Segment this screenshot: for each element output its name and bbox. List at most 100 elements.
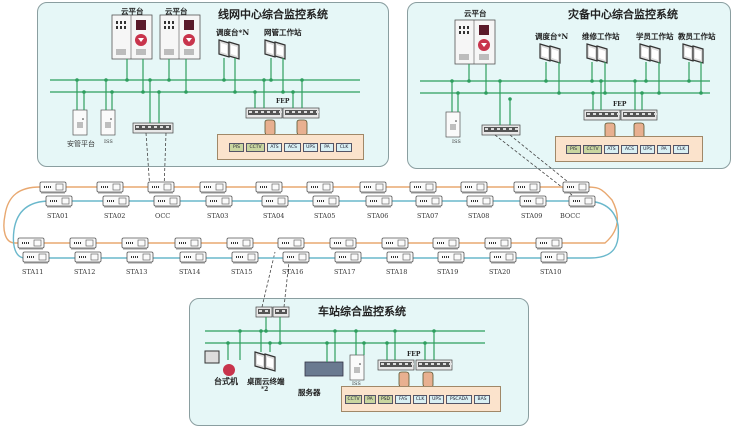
subsystem-chip-acs: ACS: [284, 143, 301, 152]
station-label: STA07: [417, 212, 439, 220]
bus-node: [82, 90, 86, 94]
cloud-platform-label: 云平台: [165, 7, 188, 16]
workstation-label: 学员工作站: [636, 32, 674, 41]
station-label: STA19: [437, 268, 459, 276]
station-label: BOCC: [560, 212, 581, 220]
bus-node: [268, 341, 272, 345]
bus-node: [456, 91, 460, 95]
bus-node: [300, 78, 304, 82]
fep-label: FEP: [276, 98, 290, 105]
subsystem-chip-ats: ATS: [604, 145, 619, 154]
workstation-label: 调度台*N: [535, 32, 569, 41]
bus-node: [640, 91, 644, 95]
subsystem-chip-ups: UPS: [640, 145, 655, 154]
station-label: STA12: [74, 268, 96, 276]
ring-switch-icon: [121, 237, 149, 250]
server-icon: [304, 361, 344, 377]
device-label: 桌面云终端: [247, 377, 285, 386]
bus-node: [432, 329, 436, 333]
subsystem-chip-acs: ACS: [621, 145, 638, 154]
cloud-platform-label: 云平台: [121, 7, 144, 16]
bus-node: [141, 90, 145, 94]
workstation-monitor-icon: [682, 43, 704, 64]
ring-switch-icon: [22, 251, 50, 264]
bus-node: [291, 90, 295, 94]
uplink-dashed: [509, 134, 579, 191]
subsystem-chip-ups: UPS: [429, 395, 444, 404]
occ-switch-icon: [132, 122, 174, 134]
device-sub-label: *2: [261, 386, 269, 393]
bus-node: [591, 91, 595, 95]
bus-node: [148, 78, 152, 82]
bus-node: [644, 79, 648, 83]
bus-node: [599, 79, 603, 83]
device-label: ISS: [352, 381, 361, 387]
bus-node: [508, 97, 512, 101]
cloud-platform-icon: [454, 19, 496, 65]
protocol-converter-icon: [264, 119, 276, 136]
cloud-platform-icon: [111, 14, 153, 60]
subsystem-chip-pa: PA: [320, 143, 334, 152]
station-label: STA18: [386, 268, 408, 276]
bus-node: [590, 79, 594, 83]
station-label: STA17: [334, 268, 356, 276]
ring-switch-icon: [17, 237, 45, 250]
bus-node: [325, 341, 329, 345]
ring-switch-icon: [415, 195, 443, 208]
bus-node: [544, 79, 548, 83]
bus-node: [423, 341, 427, 345]
subsystem-chip-psd: PSD: [378, 395, 393, 404]
fep-icon: [620, 109, 658, 121]
ring-switch-icon: [535, 237, 563, 250]
iss-server-icon: [349, 354, 365, 381]
station-switch-icon: [255, 306, 273, 318]
workstation-label: 教员工作站: [678, 32, 716, 41]
workstation-monitor-icon: [254, 351, 276, 372]
workstation-label: 网管工作站: [264, 28, 302, 37]
bus-node: [699, 91, 703, 95]
ring-switch-icon: [359, 181, 387, 194]
workstation-label: 维修工作站: [582, 32, 620, 41]
fep-icon: [245, 107, 283, 119]
workstation-monitor-icon: [264, 39, 286, 60]
subsystem-chip-cctv: CCTV: [583, 145, 602, 154]
uplink-dashed: [494, 134, 573, 196]
protocol-converter-icon: [398, 371, 410, 388]
bus-node: [687, 79, 691, 83]
ring-switch-icon: [153, 195, 181, 208]
subsystem-chip-pa: PA: [657, 145, 671, 154]
bus-node: [393, 329, 397, 333]
bus-node: [167, 78, 171, 82]
ring-switch-icon: [365, 195, 393, 208]
fep-label: FEP: [407, 351, 421, 358]
ring-switch-icon: [381, 237, 409, 250]
station-label: STA04: [263, 212, 285, 220]
ring-switch-icon: [231, 251, 259, 264]
station-label: STA08: [468, 212, 490, 220]
ring-switch-icon: [45, 195, 73, 208]
bus-node: [233, 90, 237, 94]
device-label: 服务器: [298, 388, 321, 397]
uplink-dashed: [163, 132, 167, 191]
bus-node: [264, 329, 268, 333]
subsystem-chip-fas: FAS: [395, 395, 411, 404]
workstation-label: 调度台*N: [216, 28, 250, 37]
ring-switch-icon: [39, 181, 67, 194]
ring-switch-icon: [199, 181, 227, 194]
bus-node: [657, 91, 661, 95]
bus-node: [104, 78, 108, 82]
station-label: STA13: [126, 268, 148, 276]
subsystem-chip-cctv: CCTV: [246, 143, 265, 152]
security-platform-server-icon: [72, 109, 88, 136]
station-label: STA01: [47, 212, 69, 220]
ring-switch-icon: [306, 181, 334, 194]
ring-switch-icon: [147, 181, 175, 194]
bus-node: [484, 91, 488, 95]
ring-switch-icon: [386, 251, 414, 264]
subsystem-chip-clk: CLK: [673, 145, 689, 154]
subsystem-chip-pa: PA: [364, 395, 376, 404]
station-switch-icon: [272, 306, 290, 318]
ring-switch-icon: [205, 195, 233, 208]
subsystem-chip-ats: ATS: [267, 143, 282, 152]
